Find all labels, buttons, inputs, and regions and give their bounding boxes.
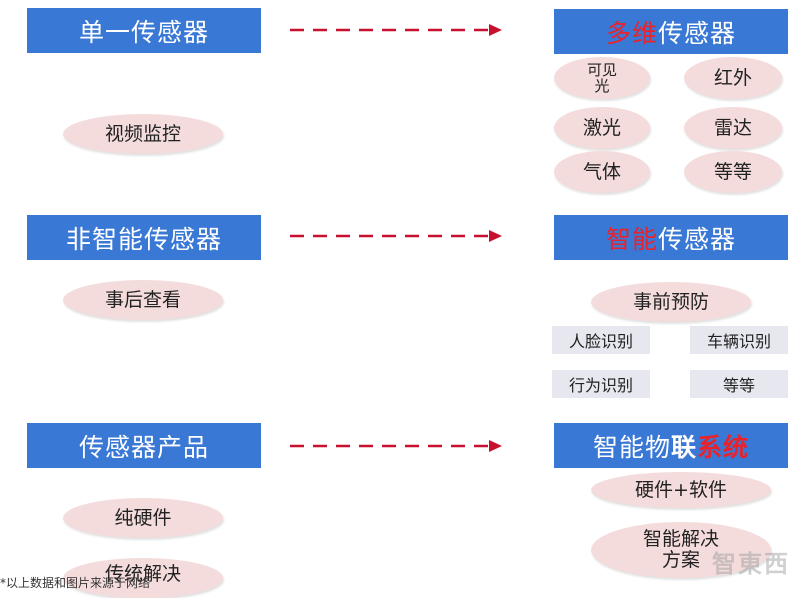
- sensor-product-label: 传感器产品: [78, 432, 209, 462]
- gas-oval: 气体: [554, 151, 650, 193]
- etc-tag: 等等: [690, 370, 788, 398]
- arrow-row-1: [290, 24, 502, 36]
- infrared-oval: 红外: [684, 57, 782, 99]
- sensor-product-box: 传感器产品: [27, 423, 261, 468]
- smart-iot-label-plain: 智能物: [592, 432, 671, 462]
- smart-sensor-label-red: 智能: [605, 224, 658, 254]
- smart-iot-label-red: 系统: [697, 432, 750, 462]
- radar-oval: 雷达: [684, 107, 782, 149]
- non-smart-sensor-box: 非智能传感器: [27, 215, 261, 260]
- pure-hardware-oval: 纯硬件: [63, 498, 223, 538]
- behavior-recognition-tag: 行为识别: [552, 370, 650, 398]
- watermark-logo: 智東西: [712, 550, 790, 578]
- multidimensional-sensor-label-rest: 传感器: [658, 18, 737, 48]
- multidimensional-sensor-box: 多维传感器: [554, 9, 788, 54]
- smart-sensor-box: 智能传感器: [554, 215, 788, 260]
- smart-sensor-label-rest: 传感器: [658, 224, 737, 254]
- source-caption: *以上数据和图片来源于网络: [0, 576, 151, 590]
- post-event-viewing-oval: 事后查看: [63, 280, 223, 320]
- arrow-row-2: [290, 230, 502, 242]
- smart-iot-system-box: 智能物联系统: [554, 423, 788, 468]
- video-monitoring-oval: 视频监控: [63, 114, 223, 154]
- smart-iot-label-bold: 联: [670, 432, 697, 462]
- multidimensional-sensor-label-red: 多维: [605, 18, 658, 48]
- single-sensor-box: 单一传感器: [27, 8, 261, 53]
- smart-solution-oval: 智能解决方案: [591, 522, 771, 578]
- non-smart-sensor-label: 非智能传感器: [65, 224, 222, 254]
- face-recognition-tag: 人脸识别: [552, 326, 650, 354]
- etc-oval: 等等: [684, 151, 782, 193]
- hardware-software-oval: 硬件+软件: [591, 472, 771, 508]
- single-sensor-label: 单一传感器: [78, 17, 209, 47]
- prevention-oval: 事前预防: [591, 282, 751, 322]
- arrow-row-3: [290, 440, 502, 452]
- laser-oval: 激光: [554, 107, 650, 149]
- visible-light-oval: 可见光: [554, 57, 650, 99]
- vehicle-recognition-tag: 车辆识别: [690, 326, 788, 354]
